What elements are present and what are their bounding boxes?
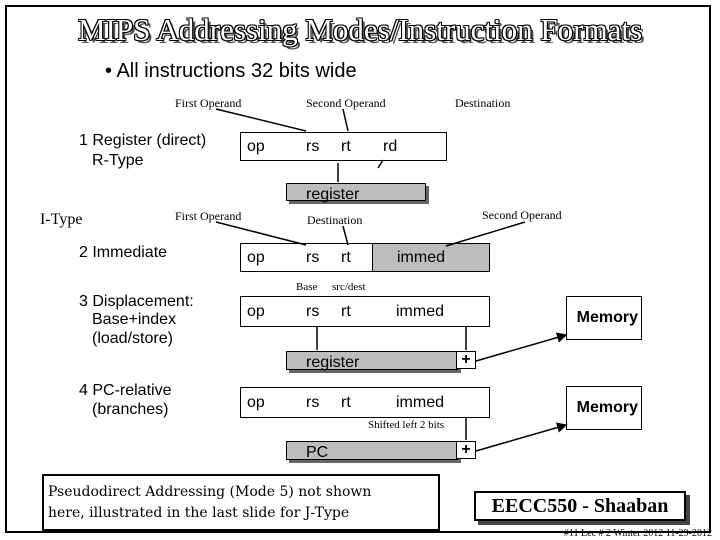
shift-note: Shifted left 2 bits: [368, 419, 445, 431]
immediate-op-field: op: [240, 243, 287, 272]
note-line-2: here, illustrated in the last slide for …: [48, 505, 350, 521]
rtype-register-fields: rs rt rd: [287, 132, 447, 161]
pcrel-sub-name: (branches): [92, 401, 169, 418]
pcrel-fields: rs rt immed: [287, 387, 490, 418]
pcrel-rs-field: rs: [306, 393, 320, 411]
itype-first-arrow: [215, 221, 307, 246]
itype-destination-label: Destination: [307, 213, 363, 227]
displacement-fields: rs rt immed: [287, 296, 490, 327]
displacement-adder: +: [456, 351, 476, 369]
rtype-rt-field: rt: [341, 137, 351, 155]
rtype-first-arrow: [215, 108, 307, 132]
rtype-op-field: op: [240, 132, 287, 161]
rtype-first-operand-label: First Operand: [175, 96, 242, 110]
note-line-1: Pseudodirect Addressing (Mode 5) not sho…: [48, 484, 372, 500]
pc-register-box: PC: [286, 441, 458, 461]
slide-title: MIPS Addressing Modes/Instruction Format…: [77, 12, 643, 47]
rtype-dest-arrow: [377, 159, 384, 169]
pcrel-rt-field: rt: [341, 393, 351, 411]
bullet-text: • All instructions 32 bits wide: [105, 60, 357, 82]
itype-heading: I-Type: [40, 211, 83, 228]
itype-first-operand-label: First Operand: [175, 209, 242, 223]
src-dest-label: src/dest: [332, 281, 366, 293]
displacement-rs-field: rs: [306, 302, 320, 320]
immediate-mode-name: 2 Immediate: [79, 244, 168, 261]
rtype-format-name: R-Type: [92, 152, 144, 169]
displacement-immed-field: immed: [396, 302, 445, 320]
slide-frame: [5, 5, 711, 533]
displacement-rt-field: rt: [341, 302, 351, 320]
immediate-immed-field: immed: [372, 243, 490, 272]
displacement-mode-name: 3 Displacement:: [79, 293, 194, 310]
pcrel-mode-name: 4 PC-relative: [79, 382, 172, 399]
pcrel-adder: +: [456, 441, 476, 459]
adder-to-memory: [475, 332, 568, 362]
immediate-rt-field: rt: [341, 248, 351, 266]
pcrel-immed-field: immed: [396, 393, 445, 411]
immediate-register-fields: rs rt: [287, 243, 372, 272]
course-label: EECC550 - Shaaban: [474, 491, 686, 521]
itype-dest-arrow: [342, 225, 349, 246]
pc-adder-to-memory: [475, 422, 568, 452]
displacement-note: (load/store): [92, 330, 173, 347]
slide-footer: #11 Lec # 2 Winter 2012 11-29-2012: [563, 528, 712, 539]
base-label: Base: [296, 281, 318, 293]
displacement-op-field: op: [240, 296, 287, 327]
itype-second-operand-label: Second Operand: [482, 208, 562, 222]
immediate-rs-field: rs: [306, 248, 320, 266]
pcrel-memory-box: Memory: [566, 386, 642, 430]
rtype-second-arrow: [342, 108, 349, 132]
displacement-register-box: register: [286, 351, 458, 371]
rtype-second-operand-label: Second Operand: [306, 96, 386, 110]
displacement-sub-name: Base+index: [92, 311, 177, 328]
rtype-rd-field: rd: [383, 137, 398, 155]
pseudodirect-note: Pseudodirect Addressing (Mode 5) not sho…: [42, 474, 440, 531]
rtype-destination-label: Destination: [455, 96, 511, 110]
rtype-rs-field: rs: [306, 137, 320, 155]
rtype-register-box: register: [286, 183, 426, 203]
itype-second-arrow: [445, 221, 526, 247]
displacement-memory-box: Memory: [566, 296, 642, 340]
pcrel-op-field: op: [240, 387, 287, 418]
rtype-mode-name: 1 Register (direct): [79, 132, 207, 149]
